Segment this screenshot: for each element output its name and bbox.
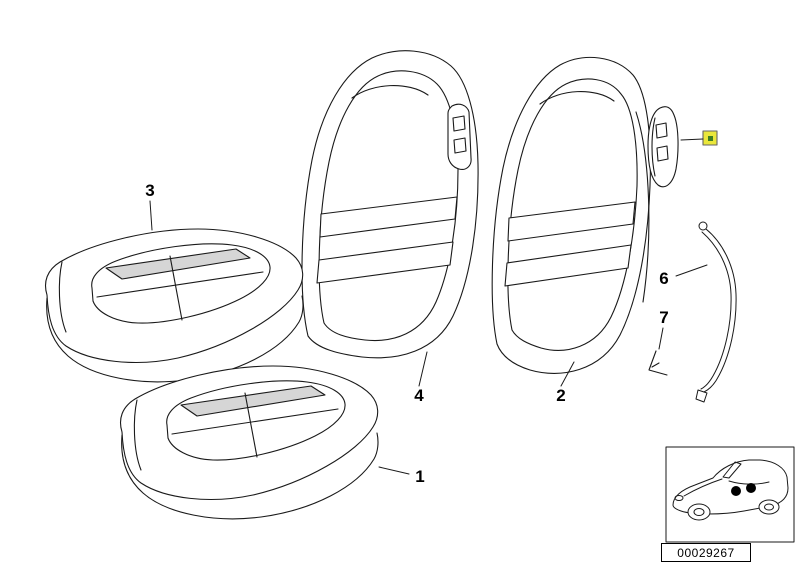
callout-backrest-front: 4 xyxy=(414,386,424,405)
front-wheel xyxy=(687,503,711,521)
car-location-inset xyxy=(665,446,795,543)
callout-seat-cushion-upper: 3 xyxy=(145,181,155,200)
rear-wheel xyxy=(758,499,780,515)
seat-cushion-upper-drawing xyxy=(44,228,304,383)
callout-backrest-rear: 2 xyxy=(556,386,566,405)
backrest-front-drawing xyxy=(301,50,479,359)
callout-seat-cushion-lower: 1 xyxy=(415,467,425,486)
callout-cable: 6 xyxy=(659,269,669,288)
part-number-box: 00029267 xyxy=(661,543,751,562)
highlight-marker[interactable] xyxy=(702,130,718,146)
leader-lines xyxy=(149,138,708,475)
part-number: 00029267 xyxy=(677,545,735,560)
backrest-trim-part-drawing xyxy=(647,106,679,188)
seat-position-dot xyxy=(746,483,756,493)
cable-drawing xyxy=(695,221,737,403)
belt-guide-drawing xyxy=(447,103,472,170)
seat-position-dot xyxy=(731,486,741,496)
backrest-rear-drawing xyxy=(491,56,651,374)
clip-drawing xyxy=(648,350,668,376)
callout-clip: 7 xyxy=(659,308,669,327)
seat-cushion-lower-drawing xyxy=(119,365,379,520)
